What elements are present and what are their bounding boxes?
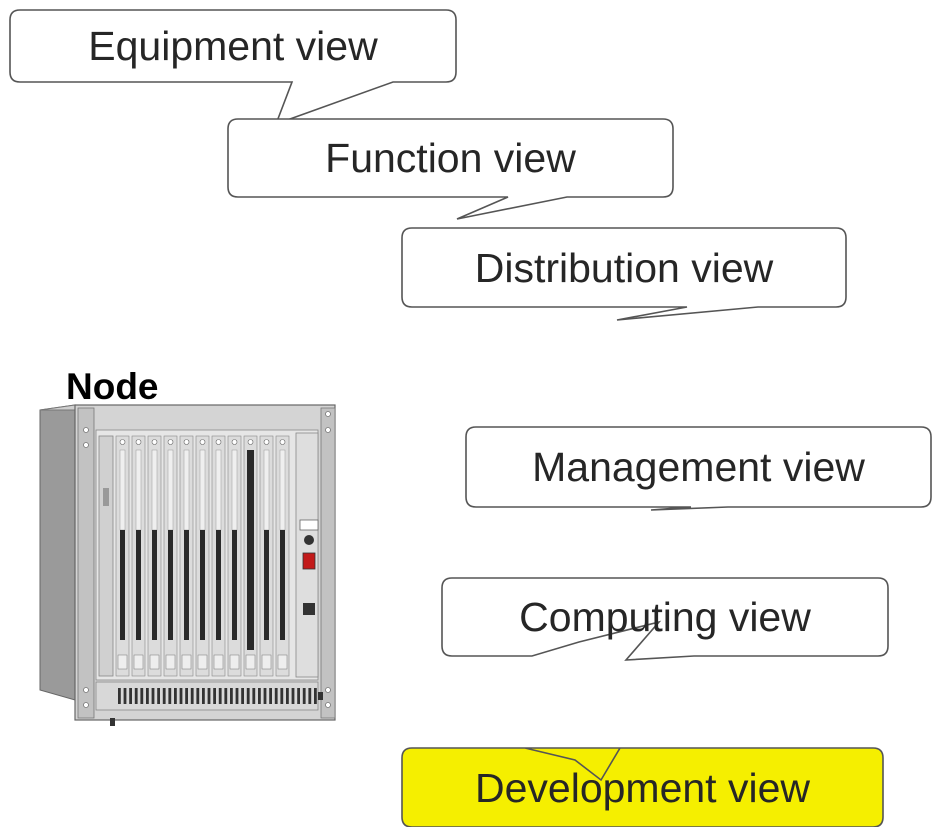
rack-card xyxy=(163,435,178,677)
vent-slot xyxy=(207,688,211,704)
vent-slot xyxy=(280,688,284,704)
vent-slot xyxy=(196,688,200,704)
label-distribution-view: Distribution view xyxy=(474,245,774,291)
vent-slot xyxy=(224,688,228,704)
vent-slot xyxy=(274,688,278,704)
rack-card xyxy=(275,435,290,677)
rack-card xyxy=(115,435,130,677)
vent-slot xyxy=(140,688,144,704)
vent-slot xyxy=(213,688,216,704)
vent-slot xyxy=(146,688,149,704)
label-development-view: Development view xyxy=(475,765,810,811)
vent-slot xyxy=(241,688,244,704)
vent-slot xyxy=(190,688,194,704)
rack-card xyxy=(259,435,274,677)
vent-slot xyxy=(308,688,312,704)
label-management-view: Management view xyxy=(532,444,865,490)
vent-slot xyxy=(123,688,127,704)
callout-computing-view xyxy=(441,577,889,661)
vent-slot xyxy=(286,688,289,704)
rack-card xyxy=(243,435,258,677)
vent-slot xyxy=(168,688,172,704)
rack-card xyxy=(131,435,146,677)
rack-card xyxy=(195,435,210,677)
callout-management-view xyxy=(465,426,932,511)
vent-slot xyxy=(151,688,155,704)
callout-distribution-view xyxy=(401,227,847,321)
rack-card xyxy=(211,435,226,677)
node-title: Node xyxy=(66,366,159,407)
vent-slot xyxy=(129,688,132,704)
vent-slot xyxy=(179,688,183,704)
rack-card xyxy=(227,435,242,677)
rack-card xyxy=(98,435,114,677)
vent-slot xyxy=(291,688,295,704)
card-handle xyxy=(103,488,109,506)
vent-slot xyxy=(252,688,256,704)
vent-slot xyxy=(302,688,306,704)
callout-development-view xyxy=(401,747,884,827)
rack-card xyxy=(147,435,162,677)
vent-slot xyxy=(118,688,121,704)
label-function-view: Function view xyxy=(325,135,576,181)
vent-slot xyxy=(235,688,239,704)
vent-slot xyxy=(246,688,250,704)
vent-slot xyxy=(258,688,261,704)
vent-slot xyxy=(314,688,317,704)
vent-slot xyxy=(174,688,177,704)
vent-slot xyxy=(157,688,160,704)
rack-card xyxy=(179,435,194,677)
vent-slot xyxy=(263,688,267,704)
vent-slot xyxy=(218,688,222,704)
label-equipment-view: Equipment view xyxy=(88,23,378,69)
vent-slot xyxy=(230,688,233,704)
vent-slot xyxy=(269,688,272,704)
vent-slot xyxy=(297,688,300,704)
label-computing-view: Computing view xyxy=(519,594,811,640)
vent-slot xyxy=(202,688,205,704)
vent-slot xyxy=(134,688,138,704)
callout-function-view xyxy=(227,118,674,220)
vent-slot xyxy=(162,688,166,704)
equipment-rack-image xyxy=(39,404,336,726)
callout-equipment-view xyxy=(9,9,457,126)
vent-slot xyxy=(185,688,188,704)
